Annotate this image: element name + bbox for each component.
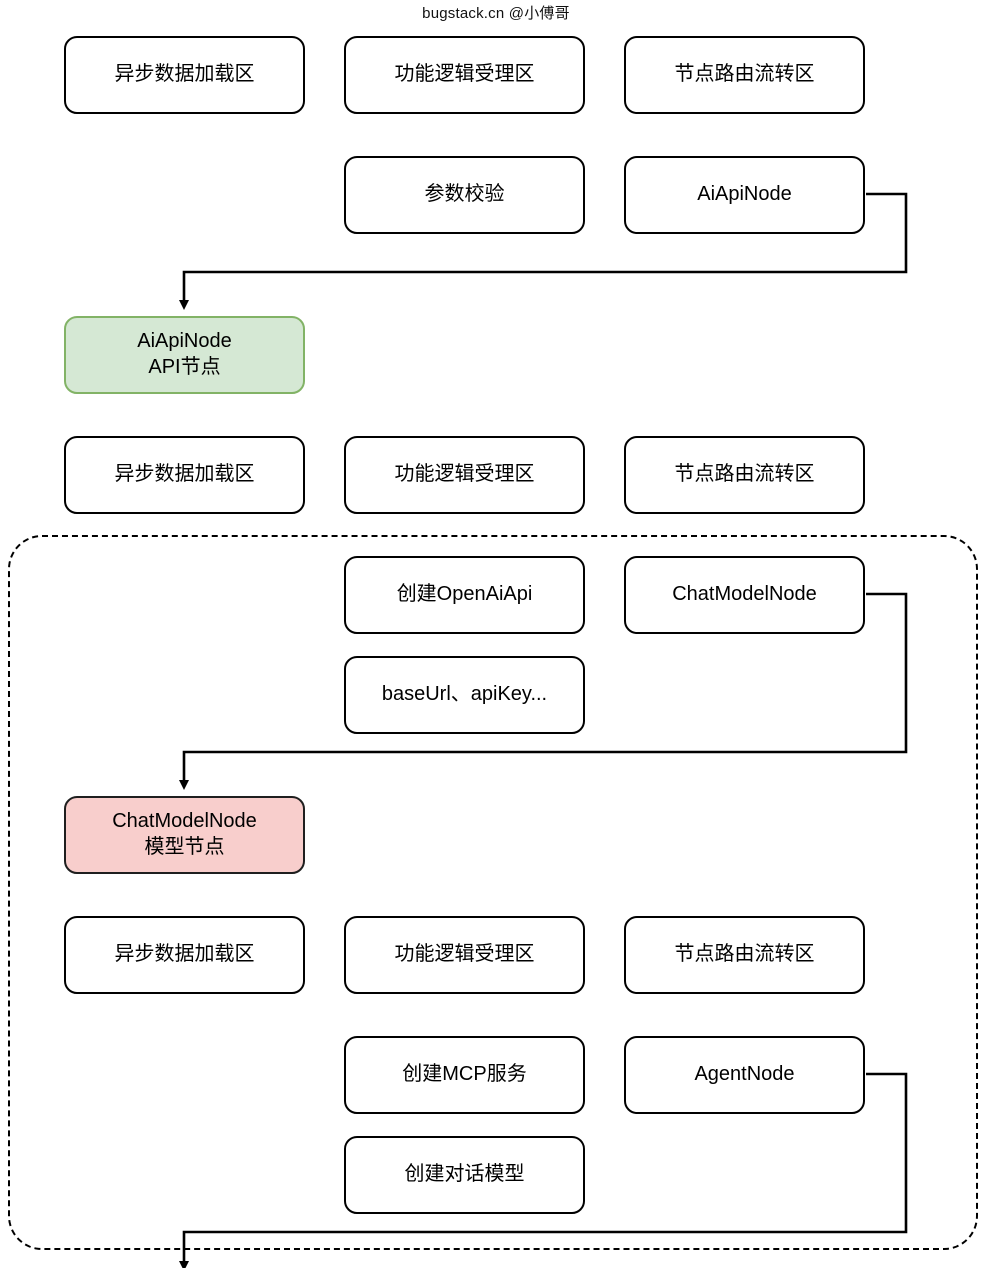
node-param-validate[interactable]: 参数校验 <box>344 156 585 234</box>
node-create-chat-model[interactable]: 创建对话模型 <box>344 1136 585 1214</box>
node-route-flow-2[interactable]: 节点路由流转区 <box>624 436 865 514</box>
node-logic-handle-3[interactable]: 功能逻辑受理区 <box>344 916 585 994</box>
watermark-label: bugstack.cn @小傅哥 <box>422 5 570 22</box>
node-create-openaiapi[interactable]: 创建OpenAiApi <box>344 556 585 634</box>
node-route-flow-3[interactable]: 节点路由流转区 <box>624 916 865 994</box>
node-api-node-result[interactable]: AiApiNode API节点 <box>64 316 305 394</box>
node-aiapinode[interactable]: AiApiNode <box>624 156 865 234</box>
node-chatmodelnode[interactable]: ChatModelNode <box>624 556 865 634</box>
node-logic-handle-1[interactable]: 功能逻辑受理区 <box>344 36 585 114</box>
node-async-data-load-3[interactable]: 异步数据加载区 <box>64 916 305 994</box>
node-logic-handle-2[interactable]: 功能逻辑受理区 <box>344 436 585 514</box>
node-async-data-load-1[interactable]: 异步数据加载区 <box>64 36 305 114</box>
node-model-node-result[interactable]: ChatModelNode 模型节点 <box>64 796 305 874</box>
node-route-flow-1[interactable]: 节点路由流转区 <box>624 36 865 114</box>
node-agentnode[interactable]: AgentNode <box>624 1036 865 1114</box>
node-async-data-load-2[interactable]: 异步数据加载区 <box>64 436 305 514</box>
node-create-mcp-service[interactable]: 创建MCP服务 <box>344 1036 585 1114</box>
node-baseurl-apikey[interactable]: baseUrl、apiKey... <box>344 656 585 734</box>
